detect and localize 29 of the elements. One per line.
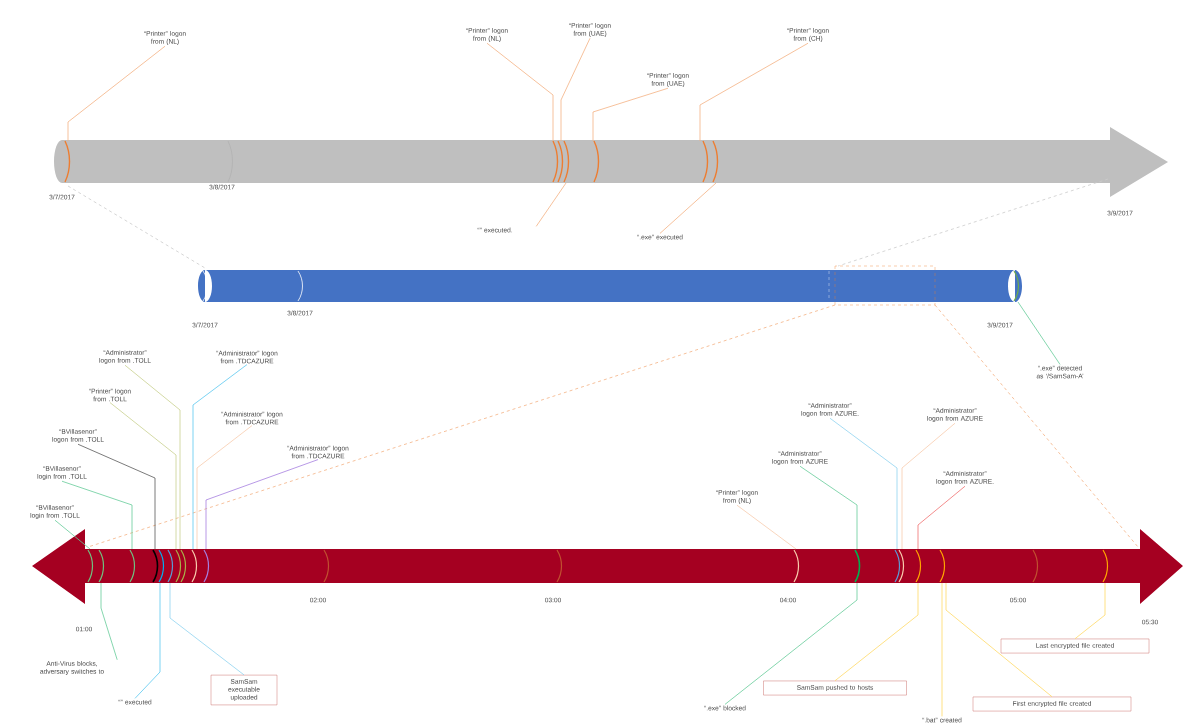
- leader-line: [560, 37, 591, 142]
- leader-line: [169, 582, 245, 676]
- leader-line: [659, 182, 717, 234]
- leader-line: [917, 485, 966, 550]
- leader-line: [67, 45, 166, 142]
- leader-line: [205, 459, 319, 550]
- leader-line: [901, 422, 956, 550]
- leader-line: [724, 582, 858, 705]
- leader-line: [945, 582, 1053, 698]
- leader-line: [699, 42, 809, 142]
- leader-line: [834, 582, 919, 682]
- leader-line: [736, 504, 797, 550]
- leader-line: [100, 582, 118, 661]
- leader-line: [1017, 301, 1061, 365]
- leader-line: [941, 582, 943, 717]
- leader-line: [54, 519, 91, 550]
- leader-line: [77, 443, 156, 550]
- leader-line: [192, 364, 248, 550]
- leader-line: [134, 582, 161, 699]
- leader-line: [535, 182, 567, 227]
- leader-line: [799, 465, 858, 550]
- leader-line: [486, 42, 554, 142]
- leader-line: [829, 417, 898, 550]
- leader-line: [1074, 582, 1106, 640]
- leader-line: [61, 480, 133, 550]
- leader-line: [592, 87, 669, 142]
- leader-line: [109, 402, 177, 550]
- leader-line: [124, 364, 181, 550]
- leader-line: [196, 425, 253, 550]
